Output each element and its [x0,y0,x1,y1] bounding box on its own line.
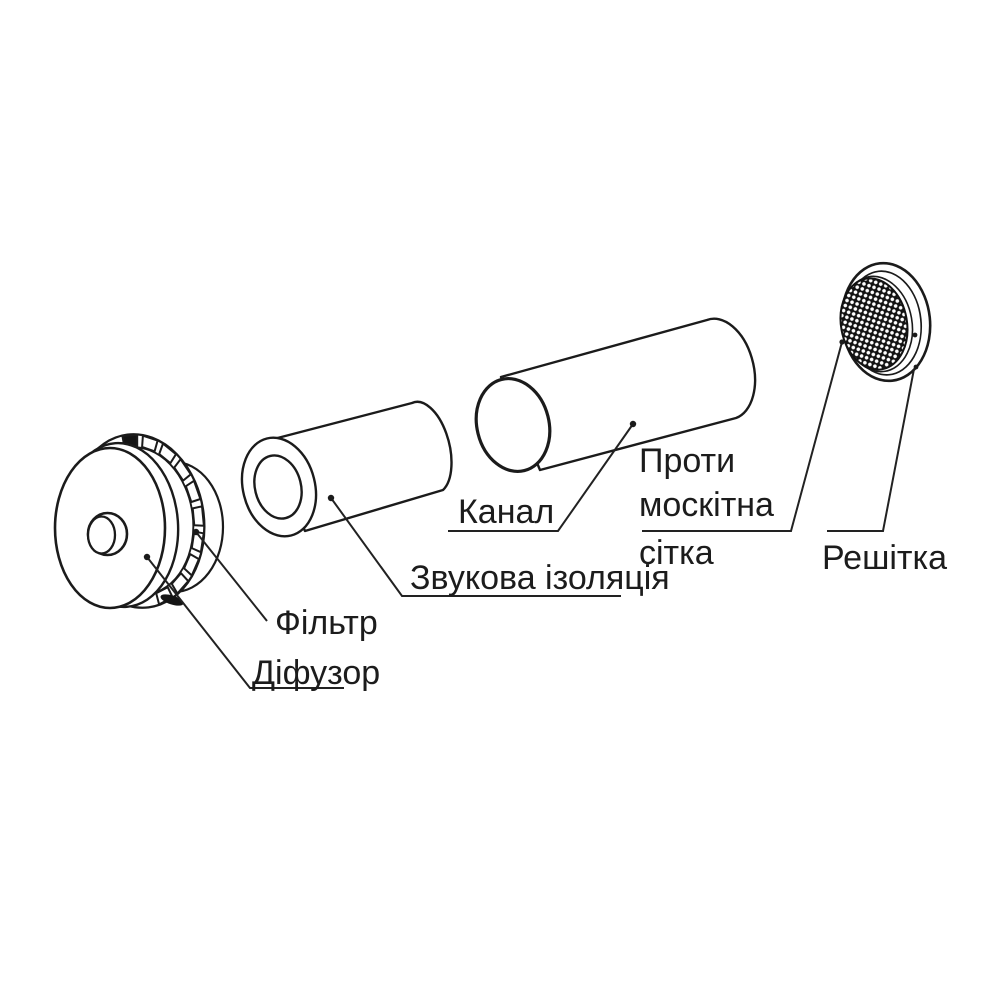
diffuser-assembly [53,433,225,610]
filter-band-slots [121,433,205,606]
screw-dot [912,332,918,338]
leader-diffuser [146,556,344,689]
leader-dot-sound [327,494,335,502]
filter-slot [191,505,205,527]
leader-grille [827,368,915,532]
leader-filter [195,531,268,622]
filter-slot [141,434,159,453]
filter-slot [184,479,202,503]
leader-dot-mesh [839,339,845,345]
grille [839,261,932,383]
leader-dots [143,339,845,561]
label-grille: Решітка [822,539,947,577]
label-sound-insulation: Звукова ізоляція [410,559,670,597]
leader-lines [146,341,915,689]
channel-tube [474,317,757,474]
label-mosquito-line1: Проти [639,442,735,480]
band-shadow [160,594,184,606]
channel-face [474,376,552,474]
leader-channel [448,423,634,532]
label-diffuser: Діфузор [252,654,380,692]
leader-dot-diffuser [143,553,151,561]
leader-dot-channel [629,420,637,428]
label-mosquito-line2: москітна [639,486,774,524]
diffuser-hole-inner [86,515,117,555]
screw-dot [913,364,919,370]
label-channel: Канал [458,493,554,531]
sound-tube-bore [253,454,303,520]
leader-sound-insulation [330,497,621,597]
leader-mosquito-mesh [642,341,843,532]
sound-insulation-tube [240,400,453,538]
label-filter: Фільтр [275,604,378,642]
filter-slot [183,553,200,577]
filter-slot [158,442,177,465]
filter-slot [173,458,192,482]
filter-slot [170,572,190,595]
leader-dot-filter [192,528,200,536]
channel-body [499,317,757,472]
label-mosquito-line3: сітка [639,534,714,572]
mosquito-mesh [839,277,909,371]
